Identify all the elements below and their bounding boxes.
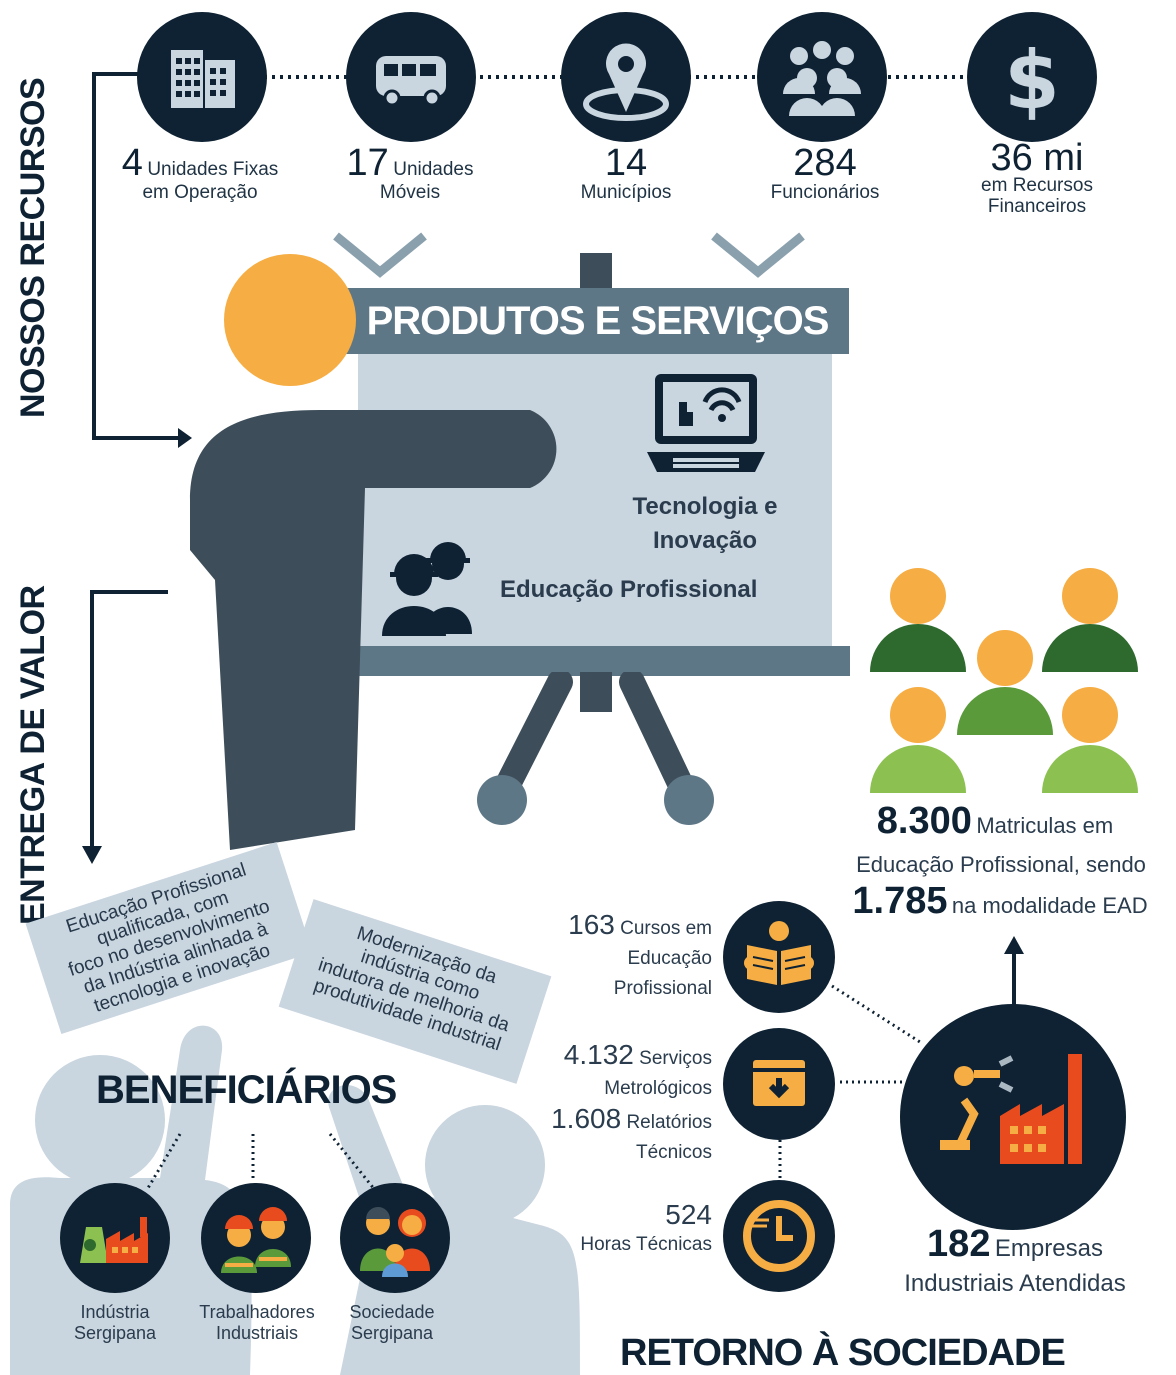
chevron-down-icon [333,232,427,278]
metrology-text: 4.132 Serviços Metrológicos 1.608 Relató… [551,1039,712,1164]
board-title-bar [346,288,849,354]
companies-circle [900,1004,1126,1230]
reading-book-icon [744,921,814,985]
laptop-touch-icon [647,374,765,472]
people-group-circle [757,12,887,142]
board-easel-legs [477,672,714,825]
presenter-figure [190,254,557,850]
dollar-icon: $ [1004,34,1060,127]
board-bottom-bar [358,646,850,676]
enrollment-line2: Educação Profissional, sendo [856,852,1146,877]
metrology-circle [723,1028,835,1140]
dollar-circle: $ [967,12,1097,142]
delivery-side-title: ENTREGA DE VALOR [14,585,52,925]
industry-plant-icon [80,1217,148,1263]
enrollment-line1: 8.300 Matriculas em [876,800,1114,842]
map-pin-circle [561,12,691,142]
resource-label-financial: 36 mi em Recursos Financeiros [981,137,1093,217]
workers-helmet-icon [382,542,472,636]
beneficiaries-title: BENEFICIÁRIOS [96,1068,397,1112]
courses-text: 163 Cursos em Educação Profissional [568,909,712,1000]
factory-robot-icon [940,1054,1082,1164]
svg-text:$: $ [1004,34,1060,127]
board-title: PRODUTOS E SERVIÇOS [366,299,830,343]
resources-dotted-line [200,75,1030,79]
buildings-icon [171,50,235,108]
bus-circle [346,12,476,142]
society-circle [340,1183,450,1293]
chevron-down-icon [711,232,805,278]
delivery-bracket-arrow [82,590,168,864]
bus-icon [376,56,446,107]
students-group-icon [870,568,1138,793]
download-box-icon [753,1060,805,1106]
people-group-icon [783,41,861,116]
resource-label-units: 4 Unidades Fixas em Operação [121,142,279,203]
services-dotted-connectors [778,984,921,1186]
workers-icon [221,1207,291,1273]
hours-circle [723,1180,835,1292]
education-label: Educação Profissional [500,576,758,603]
industry-circle [60,1183,170,1293]
buildings-circle [137,12,267,142]
family-icon [360,1207,430,1277]
resources-bracket-arrow [92,72,192,448]
resource-label-mobile: 17 Unidades Móveis [346,142,474,203]
courses-circle [723,901,835,1013]
map-pin-icon [583,43,669,121]
companies-text: 182 Empresas Industriais Atendidas [904,1223,1126,1297]
resource-label-employees: 284 Funcionários [770,142,880,203]
resources-side-title: NOSSOS RECURSOS [14,77,52,418]
board-stand-top [580,253,612,293]
resource-label-municipalities: 14 Municípios [580,142,672,203]
footer-title: RETORNO À SOCIEDADE [620,1332,1066,1374]
hours-text: 524 Horas Técnicas [580,1199,712,1256]
workers-circle [201,1183,311,1293]
enrollment-line3: 1.785 na modalidade EAD [852,880,1148,922]
clock-icon [743,1200,815,1272]
beneficiaries-dotted-connectors [146,1133,377,1191]
